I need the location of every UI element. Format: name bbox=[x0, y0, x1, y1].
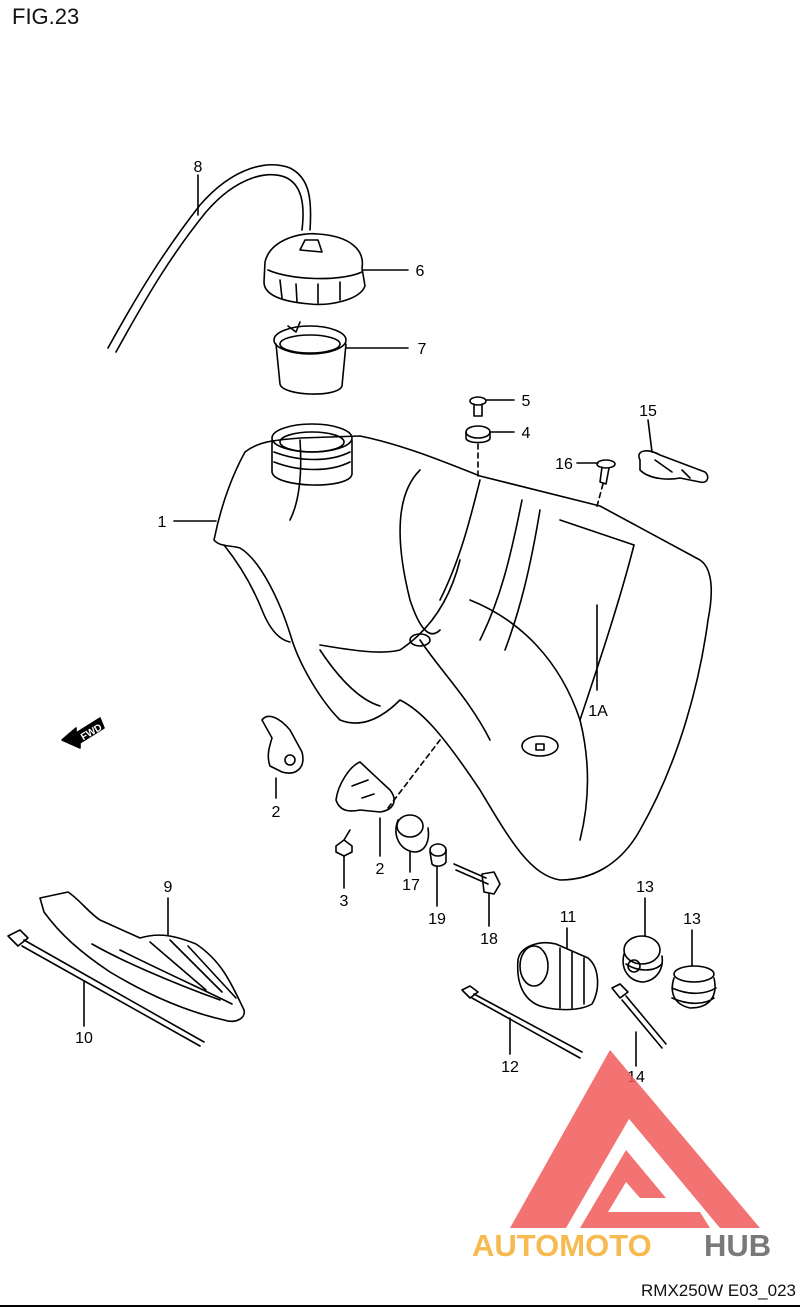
callout-9: 9 bbox=[164, 879, 173, 896]
part-6-fuel-cap bbox=[263, 232, 366, 306]
callout-7: 7 bbox=[418, 341, 427, 358]
part-7-cap-neck bbox=[273, 321, 347, 395]
callout-5: 5 bbox=[522, 393, 531, 410]
callout-10: 10 bbox=[75, 1030, 93, 1047]
callout-2a: 2 bbox=[272, 804, 281, 821]
part-18-bolt bbox=[453, 863, 501, 895]
part-1-filler-neck bbox=[271, 423, 353, 486]
part-8-breather-hose bbox=[107, 164, 312, 353]
part-13-cushion-a bbox=[622, 935, 664, 983]
callout-13b: 13 bbox=[683, 911, 701, 928]
watermark-logo bbox=[510, 1050, 760, 1228]
callout-6: 6 bbox=[416, 263, 425, 280]
leader-16-to-tank bbox=[595, 483, 604, 511]
callout-19: 19 bbox=[428, 911, 446, 928]
part-19-collar bbox=[429, 843, 447, 867]
watermark-text-hub: HUB bbox=[704, 1228, 771, 1263]
callout-8: 8 bbox=[194, 159, 203, 176]
part-10-band bbox=[7, 929, 205, 1047]
part-9-heat-guard bbox=[39, 891, 246, 1023]
part-12-band bbox=[461, 985, 583, 1059]
callout-11: 11 bbox=[560, 909, 577, 926]
watermark-text: AUTOMOTO HUB bbox=[472, 1228, 771, 1263]
callout-15: 15 bbox=[639, 403, 657, 420]
leader-15 bbox=[647, 419, 653, 453]
fwd-arrow-icon bbox=[61, 717, 105, 749]
part-2-bracket-right bbox=[335, 761, 395, 813]
callout-17: 17 bbox=[402, 877, 420, 894]
leader-bracket-to-tank bbox=[387, 739, 441, 809]
part-13-cushion-b bbox=[671, 965, 717, 1009]
callout-1: 1 bbox=[158, 514, 167, 531]
figure-label: FIG.23 bbox=[12, 4, 80, 29]
callout-12: 12 bbox=[501, 1059, 519, 1076]
part-15-clip bbox=[638, 450, 709, 484]
part-1-fuel-tank bbox=[213, 435, 713, 881]
callout-3: 3 bbox=[340, 893, 349, 910]
callout-18: 18 bbox=[480, 931, 498, 948]
callout-2b: 2 bbox=[376, 861, 385, 878]
callout-1a: 1A bbox=[588, 703, 608, 720]
part-17-cushion bbox=[395, 814, 430, 853]
watermark-text-automoto: AUTOMOTO bbox=[472, 1228, 652, 1263]
fwd-label: FWD bbox=[79, 722, 104, 743]
part-14-band bbox=[611, 983, 667, 1049]
part-2-bracket-left bbox=[261, 715, 304, 774]
part-11-cushion bbox=[516, 942, 599, 1011]
part-4-washer bbox=[465, 425, 491, 444]
part-5-screw bbox=[469, 396, 487, 417]
callout-4: 4 bbox=[522, 425, 531, 442]
callout-16: 16 bbox=[555, 456, 573, 473]
part-3-bolt bbox=[335, 829, 353, 857]
diagram-code: RMX250W E03_023 bbox=[641, 1281, 796, 1300]
part-16-screw bbox=[596, 459, 616, 485]
callout-13a: 13 bbox=[636, 879, 654, 896]
